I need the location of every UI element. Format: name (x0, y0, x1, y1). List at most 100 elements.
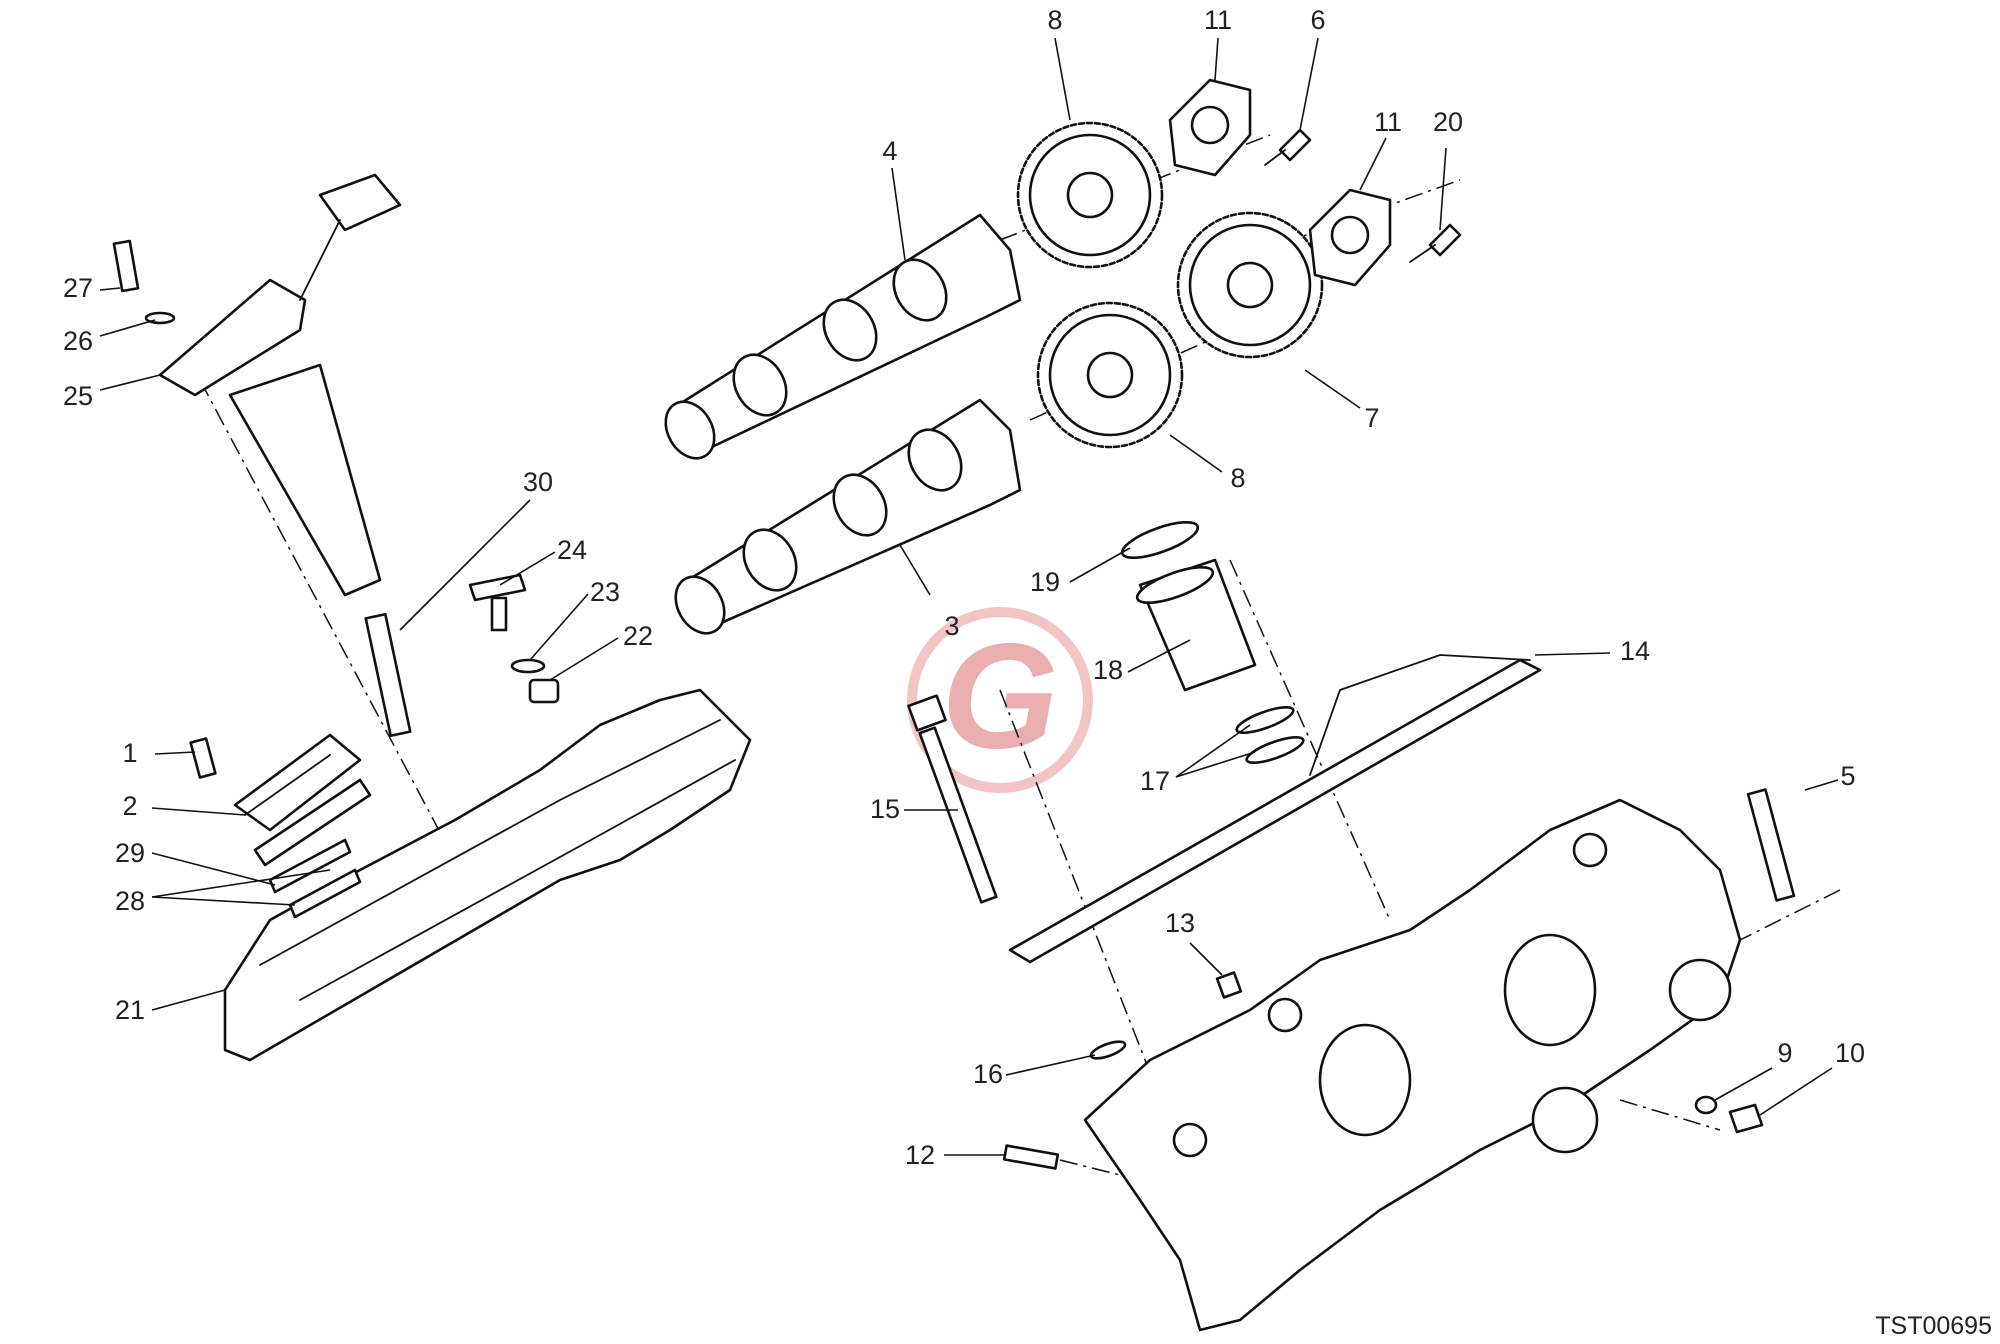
camshaft-4-end (664, 400, 716, 460)
retaining-plates (1168, 78, 1462, 287)
cam-lobe (732, 353, 788, 417)
stud-12 (1002, 1144, 1060, 1170)
leader-8b (1169, 434, 1223, 473)
washer-23 (510, 658, 546, 674)
grommet-22 (528, 678, 560, 704)
callout-13: 13 (1165, 908, 1195, 938)
callout-18: 18 (1093, 655, 1123, 685)
callout-6: 6 (1310, 5, 1325, 35)
bolt-15-head (907, 694, 947, 732)
cover-shell (223, 688, 752, 1062)
leader-28b (151, 869, 331, 898)
cam-lobe (742, 528, 798, 592)
callout-23: 23 (590, 577, 620, 607)
leader-21 (151, 989, 226, 1011)
callout-5: 5 (1840, 761, 1855, 791)
callout-leader-lines (99, 37, 1839, 1156)
callout-27: 27 (63, 273, 93, 303)
leader-7 (1304, 369, 1361, 409)
callout-24: 24 (557, 535, 587, 565)
gasket-14-strip (1008, 658, 1542, 964)
watermark-letter: G (942, 612, 1059, 780)
gasket-28 (288, 868, 362, 919)
blow-by-line (244, 754, 331, 816)
camshaft-3-end (674, 575, 726, 635)
coil-head (158, 278, 307, 397)
head-cover (189, 688, 752, 1062)
callout-17: 17 (1140, 766, 1170, 796)
callout-10: 10 (1835, 1038, 1865, 1068)
spark-plug (364, 612, 412, 738)
leader-18 (1127, 639, 1191, 673)
leader-8a (1054, 37, 1071, 121)
ring-16 (1089, 1040, 1127, 1060)
leader-16 (1005, 1054, 1096, 1076)
callout-11b: 11 (1374, 107, 1402, 137)
leader-11b (1359, 137, 1387, 191)
cylinder-head (1083, 798, 1742, 1332)
tappet-group (1120, 520, 1305, 765)
leader-23 (529, 593, 589, 661)
coil-connector (318, 173, 402, 232)
cover-ridge-2 (299, 759, 736, 1001)
gear-hub (1226, 261, 1274, 309)
screw-shank-24 (490, 596, 508, 632)
coil-body (228, 363, 382, 597)
gear-hub (1066, 171, 1114, 219)
stud-bore (1668, 958, 1732, 1022)
cam-lobe (907, 428, 963, 492)
leader-30 (399, 499, 531, 631)
cover-ridge (259, 719, 721, 966)
callout-4: 4 (882, 136, 897, 166)
axis-tappet-line (1229, 559, 1391, 921)
blow-by-valve (233, 733, 362, 832)
bolt-15-shank (918, 726, 998, 904)
leader-19 (1069, 547, 1131, 583)
coil-bolt (112, 239, 140, 293)
bolt-20 (1428, 223, 1462, 257)
spark-plug-bore (1531, 1086, 1599, 1154)
spark-plug-group (364, 573, 560, 738)
callout-26: 26 (63, 326, 93, 356)
callout-12: 12 (905, 1140, 935, 1170)
callout-labels: 1 2 3 4 5 6 7 8 8 9 10 11 11 12 13 14 15… (63, 5, 1865, 1170)
shim-17a (1235, 705, 1295, 735)
ignition-coil (112, 173, 402, 597)
callout-9: 9 (1777, 1038, 1792, 1068)
watermark-logo: G (907, 607, 1093, 793)
axis-plug-line (1619, 1099, 1721, 1131)
callout-14: 14 (1620, 636, 1650, 666)
leader-11a (1214, 37, 1219, 81)
callout-29: 29 (115, 838, 145, 868)
callout-15: 15 (870, 794, 900, 824)
leader-14 (1534, 652, 1611, 656)
leader-3 (899, 544, 931, 596)
bolt-6-shank (1264, 149, 1286, 166)
tappet-top (1135, 565, 1215, 605)
plate-hole (1190, 105, 1230, 145)
coil-wire (299, 219, 341, 301)
axis-coil-line (199, 379, 461, 871)
callout-1: 1 (122, 738, 137, 768)
leader-9 (1714, 1067, 1773, 1101)
dowel-13 (1215, 971, 1243, 999)
callout-11a: 11 (1204, 5, 1232, 35)
shim-17b (1245, 735, 1305, 765)
leader-13 (1189, 942, 1223, 976)
head-bolt-15 (907, 694, 998, 904)
leader-27 (99, 287, 121, 291)
axis-bolt-line (999, 689, 1201, 1201)
bolt-20-shank (1409, 244, 1436, 263)
head-casting (1083, 798, 1742, 1332)
leader-1 (154, 751, 196, 755)
gear-8-top (1016, 121, 1164, 269)
camshaft-lower (674, 398, 1022, 635)
exhaust-port (1503, 933, 1597, 1047)
leader-25 (99, 374, 161, 391)
callout-21: 21 (115, 995, 145, 1025)
callout-2: 2 (122, 791, 137, 821)
gear-hub (1086, 351, 1134, 399)
seal-19 (1120, 520, 1200, 560)
cam-lobe (892, 258, 948, 322)
